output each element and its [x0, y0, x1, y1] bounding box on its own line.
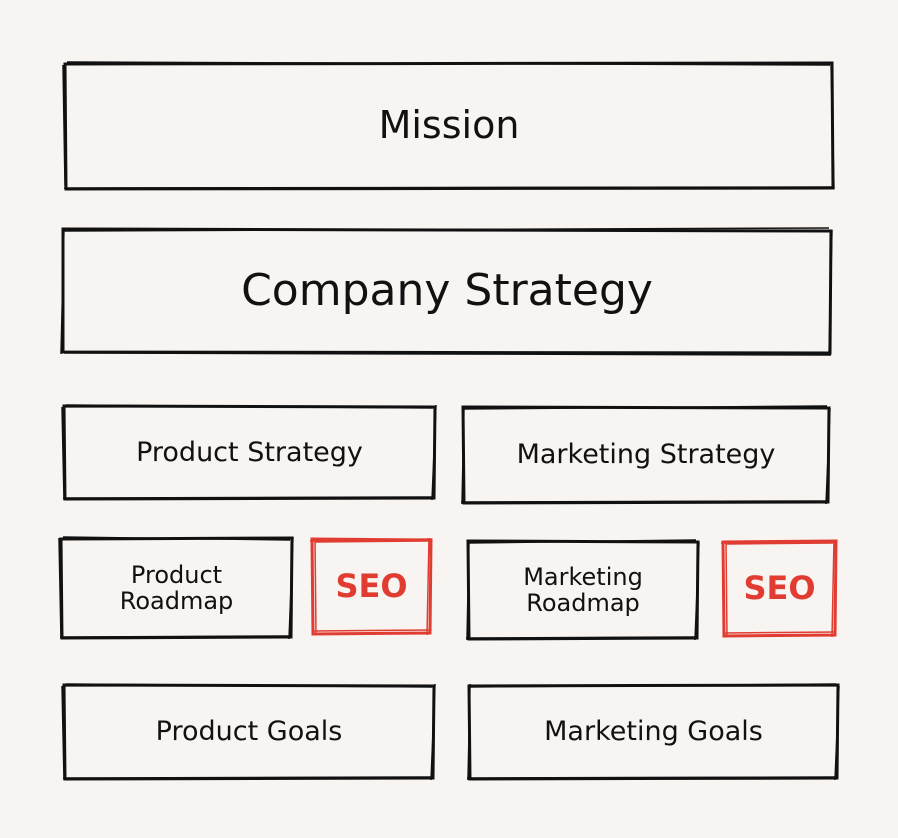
mission-box: Mission [62, 61, 835, 191]
product-seo-box: SEO [309, 537, 433, 636]
product-strategy-box: Product Strategy [61, 404, 437, 501]
marketing-seo-box: SEO [720, 539, 838, 638]
company-strategy-box: Company Strategy [60, 227, 833, 356]
product-roadmap-label: Product Roadmap [119, 560, 234, 615]
marketing-seo-label: SEO [743, 568, 816, 607]
marketing-goals-label: Marketing Goals [544, 716, 763, 748]
company-strategy-label: Company Strategy [241, 264, 653, 316]
product-strategy-label: Product Strategy [136, 436, 363, 468]
product-goals-box: Product Goals [61, 683, 436, 781]
product-roadmap-box: Product Roadmap [58, 536, 294, 640]
product-goals-label: Product Goals [155, 716, 343, 748]
marketing-strategy-box: Marketing Strategy [460, 405, 831, 505]
mission-label: Mission [378, 103, 520, 148]
marketing-roadmap-label: Marketing Roadmap [523, 562, 643, 617]
marketing-goals-box: Marketing Goals [466, 683, 840, 781]
marketing-roadmap-box: Marketing Roadmap [465, 539, 700, 641]
product-seo-label: SEO [335, 566, 408, 605]
marketing-strategy-label: Marketing Strategy [516, 439, 776, 471]
